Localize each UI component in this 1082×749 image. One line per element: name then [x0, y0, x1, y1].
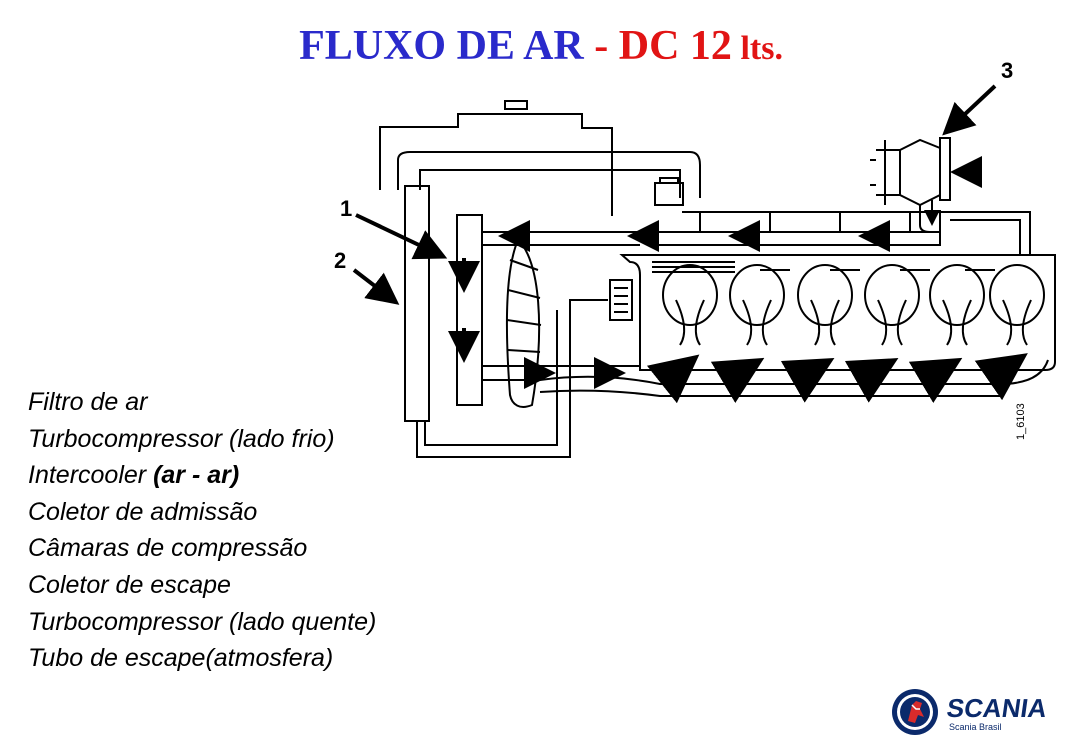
intake-manifold — [682, 211, 1031, 255]
thermostat-housing — [654, 182, 684, 206]
turbo-outlet — [939, 137, 951, 201]
radiator-top-hose — [379, 113, 613, 216]
step-item: Coletor de escape — [28, 570, 231, 599]
griffin-emblem-icon — [892, 689, 938, 735]
drawing-code: 1_6103 — [1015, 403, 1027, 440]
logo-subtitle: Scania Brasil — [949, 722, 1002, 732]
turbo-cold-fan — [505, 238, 541, 408]
pointer-1 — [355, 213, 448, 260]
step-item: Filtro de ar — [28, 388, 148, 416]
label-3: 3 — [1001, 58, 1013, 83]
page-title: FLUXO DE AR - DC 12 lts. — [0, 22, 1082, 70]
scania-logo: SCANIA Scania Brasil — [890, 685, 1075, 740]
pointer-3 — [942, 84, 997, 136]
label-1: 1 — [340, 196, 352, 221]
title-separator: - — [583, 23, 619, 69]
step-item: Coletor de admissão — [28, 497, 258, 526]
logo-wordmark: SCANIA — [944, 693, 1049, 723]
combustion-chambers — [662, 264, 1046, 346]
step-item: Turbocompressor (lado quente) — [28, 607, 377, 636]
label-pointers — [352, 84, 997, 305]
pointer-2 — [352, 268, 400, 305]
step-item: Intercooler (ar - ar) — [28, 461, 240, 490]
cylinder-head — [619, 254, 1056, 371]
title-main: FLUXO DE AR — [299, 23, 584, 69]
lower-hose-inner — [424, 310, 558, 446]
turbo-hot-side — [899, 138, 941, 207]
title-engine: DC 12 — [618, 23, 732, 69]
flow-arrows — [448, 156, 1028, 404]
intake-pipe-upper — [397, 151, 701, 198]
step-item: Câmaras de compressão — [28, 534, 308, 563]
title-unit: lts. — [731, 30, 783, 67]
intake-pipe-upper-inner — [419, 169, 681, 198]
oil-filter — [609, 279, 633, 321]
label-2: 2 — [334, 248, 346, 273]
intercooler — [456, 214, 483, 406]
step-item: Turbocompressor (lado frio) — [28, 424, 335, 453]
air-filter — [404, 185, 430, 422]
lower-hose — [416, 299, 608, 458]
air-flow-steps-list: Filtro de ar Turbocompressor (lado frio)… — [28, 384, 376, 677]
exhaust-manifold — [482, 359, 1049, 385]
reservoir-cap — [504, 100, 528, 110]
step-item: Tubo de escape(atmosfera) — [28, 644, 334, 673]
